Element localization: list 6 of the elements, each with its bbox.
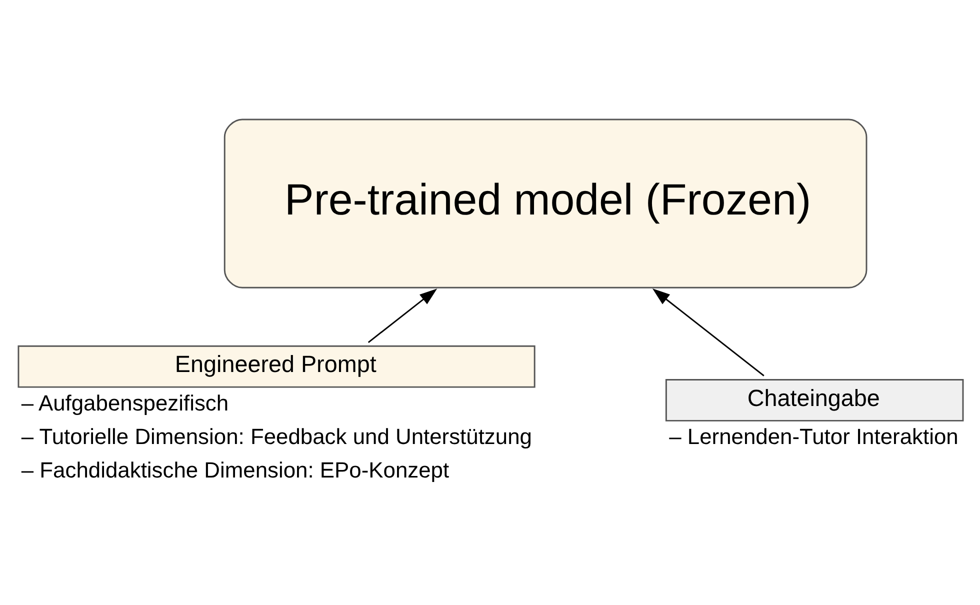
- node-label: – Tutorielle Dimension: Feedback und Unterstützung: [21, 424, 532, 449]
- node-label: – Lernenden-Tutor Interaktion: [669, 424, 958, 449]
- node-label: – Aufgabenspezifisch: [21, 390, 229, 415]
- node-label: – Fachdidaktische Dimension: EPo-Konzept: [21, 457, 450, 482]
- arrow: [652, 288, 764, 376]
- arrow: [368, 288, 438, 342]
